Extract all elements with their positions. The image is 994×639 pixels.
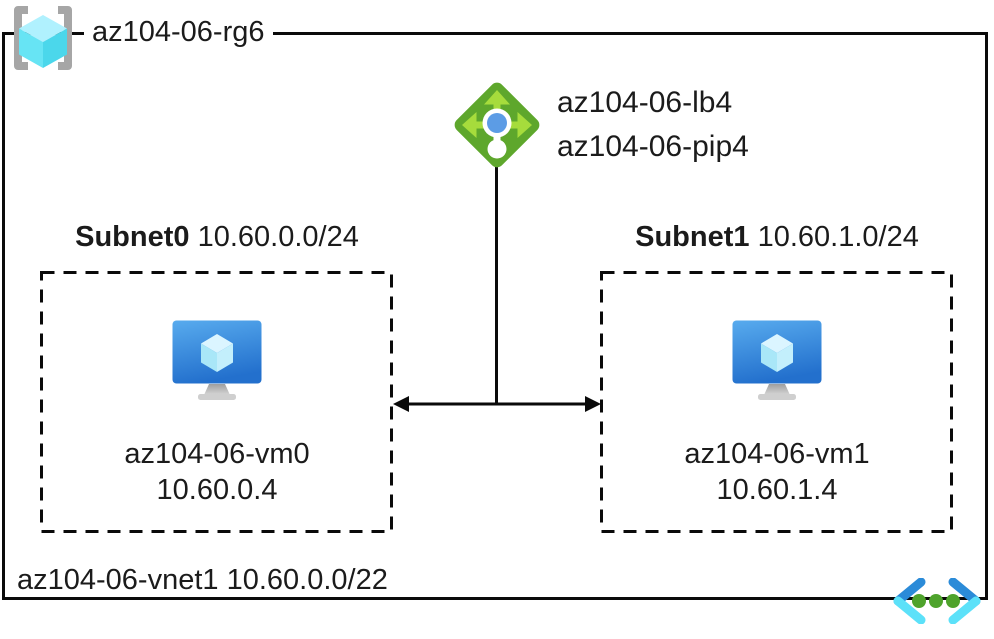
vnet-label: az104-06-vnet1 10.60.0.0/22 bbox=[17, 562, 388, 598]
load-balancer-labels: az104-06-lb4 az104-06-pip4 bbox=[557, 81, 749, 169]
subnet1-name: Subnet1 bbox=[635, 221, 750, 253]
vm-stand bbox=[204, 384, 230, 395]
vm-cube-icon bbox=[761, 334, 793, 372]
subnet1-label: Subnet1 10.60.1.0/24 bbox=[601, 219, 953, 255]
subnet0-label: Subnet0 10.60.0.0/24 bbox=[41, 219, 393, 255]
vnet-chevron-left-bottom bbox=[893, 596, 926, 624]
resource-group-box bbox=[2, 32, 988, 600]
vm1-name: az104-06-vm1 bbox=[684, 438, 870, 470]
load-balancer-name: az104-06-lb4 bbox=[557, 86, 733, 119]
vm0-icon bbox=[172, 320, 262, 400]
virtual-network-icon bbox=[893, 578, 981, 624]
vnet-chevron-left-top bbox=[893, 578, 926, 606]
lb-blue-dot bbox=[487, 113, 507, 133]
vnet-name: az104-06-vnet1 bbox=[17, 564, 219, 596]
vm0-name: az104-06-vm0 bbox=[124, 438, 310, 470]
cube-icon bbox=[19, 15, 67, 68]
vnet-dots bbox=[912, 594, 960, 608]
resource-group-label: az104-06-rg6 bbox=[84, 13, 273, 51]
vm0-labels: az104-06-vm0 10.60.0.4 bbox=[41, 436, 393, 508]
resource-group-name: az104-06-rg6 bbox=[92, 16, 265, 48]
vnet-chevron-right-bottom bbox=[948, 596, 981, 624]
vm-stand-base bbox=[198, 394, 236, 400]
subnet1-cidr: 10.60.1.0/24 bbox=[757, 221, 919, 253]
public-ip-name: az104-06-pip4 bbox=[557, 130, 749, 163]
subnet0-cidr: 10.60.0.0/24 bbox=[197, 221, 359, 253]
resource-group-icon bbox=[14, 6, 72, 70]
vnet-cidr: 10.60.0.0/22 bbox=[226, 564, 388, 596]
vm-stand bbox=[764, 384, 790, 395]
vm1-icon bbox=[732, 320, 822, 400]
load-balancer-icon bbox=[454, 82, 540, 168]
vm-stand-base bbox=[758, 394, 796, 400]
bracket-left bbox=[14, 6, 28, 70]
bracket-right bbox=[58, 6, 72, 70]
vm1-labels: az104-06-vm1 10.60.1.4 bbox=[601, 436, 953, 508]
vm1-ip: 10.60.1.4 bbox=[716, 474, 838, 506]
vnet-chevron-right-top bbox=[948, 578, 981, 606]
vm0-ip: 10.60.0.4 bbox=[156, 474, 278, 506]
subnet0-name: Subnet0 bbox=[75, 221, 190, 253]
vm-cube-icon bbox=[201, 334, 233, 372]
